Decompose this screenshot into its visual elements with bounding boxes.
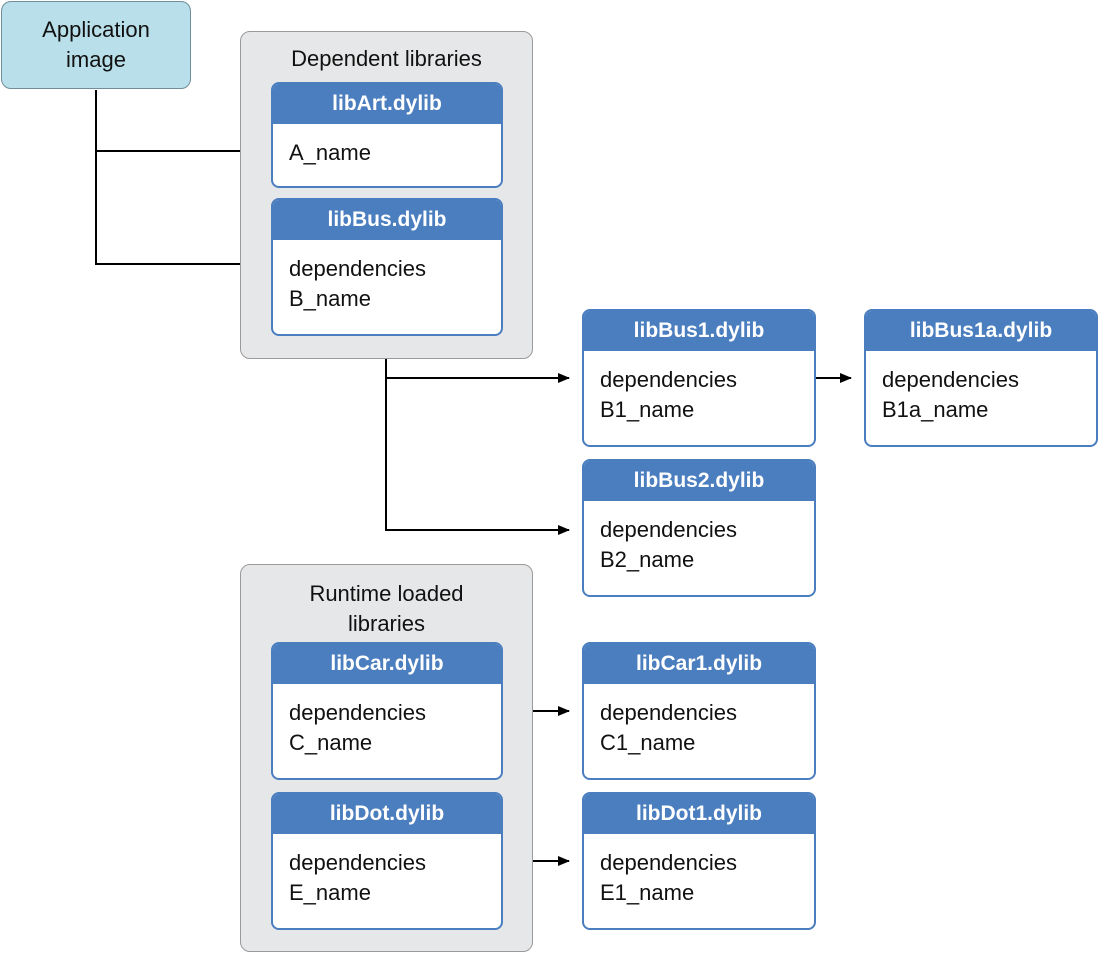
lib-box-libart: libArt.dylib A_name <box>271 82 503 188</box>
application-image-label-line1: Application <box>42 17 150 42</box>
lib-box-libbus1: libBus1.dylib dependencies B1_name <box>582 309 816 447</box>
lib-name: libDot1.dylib <box>584 794 814 834</box>
lib-field: dependencies <box>600 367 738 392</box>
lib-box-libbus: libBus.dylib dependencies B_name <box>271 198 503 336</box>
lib-field: C_name <box>289 730 373 755</box>
lib-field: A_name <box>289 140 371 165</box>
lib-name: libCar1.dylib <box>584 644 814 684</box>
lib-field: dependencies <box>882 367 1020 392</box>
application-image-box: Application image <box>1 1 191 89</box>
lib-field: E1_name <box>600 880 695 905</box>
lib-field: dependencies <box>289 850 427 875</box>
lib-box-libbus1a: libBus1a.dylib dependencies B1a_name <box>864 309 1098 447</box>
lib-box-libbus2: libBus2.dylib dependencies B2_name <box>582 459 816 597</box>
lib-box-libcar1: libCar1.dylib dependencies C1_name <box>582 642 816 780</box>
lib-box-libdot: libDot.dylib dependencies E_name <box>271 792 503 930</box>
lib-field: dependencies <box>289 700 427 725</box>
lib-box-libcar: libCar.dylib dependencies C_name <box>271 642 503 780</box>
runtime-libraries-title-line2: libraries <box>347 611 426 636</box>
lib-field: E_name <box>289 880 371 905</box>
lib-field: dependencies <box>600 850 738 875</box>
lib-name: libBus.dylib <box>273 200 501 240</box>
lib-name: libDot.dylib <box>273 794 501 834</box>
arrow-app-to-libart <box>95 90 259 156</box>
lib-box-libdot1: libDot1.dylib dependencies E1_name <box>582 792 816 930</box>
arrow-libbus-to-libbus2 <box>385 378 570 535</box>
lib-name: libBus1a.dylib <box>866 311 1096 351</box>
lib-field: B_name <box>289 286 371 311</box>
lib-field: B1_name <box>600 397 695 422</box>
lib-name: libBus2.dylib <box>584 461 814 501</box>
runtime-libraries-title-line1: Runtime loaded <box>309 581 464 606</box>
application-image-label-line2: image <box>66 47 126 72</box>
lib-field: B1a_name <box>882 397 989 422</box>
lib-field: B2_name <box>600 547 695 572</box>
arrow-app-to-libbus <box>95 151 259 269</box>
lib-field: C1_name <box>600 730 696 755</box>
lib-field: dependencies <box>600 700 738 725</box>
lib-name: libBus1.dylib <box>584 311 814 351</box>
dependent-libraries-title: Dependent libraries <box>291 46 482 71</box>
lib-field: dependencies <box>600 517 738 542</box>
lib-field: dependencies <box>289 256 427 281</box>
lib-name: libArt.dylib <box>273 84 501 124</box>
lib-name: libCar.dylib <box>273 644 501 684</box>
